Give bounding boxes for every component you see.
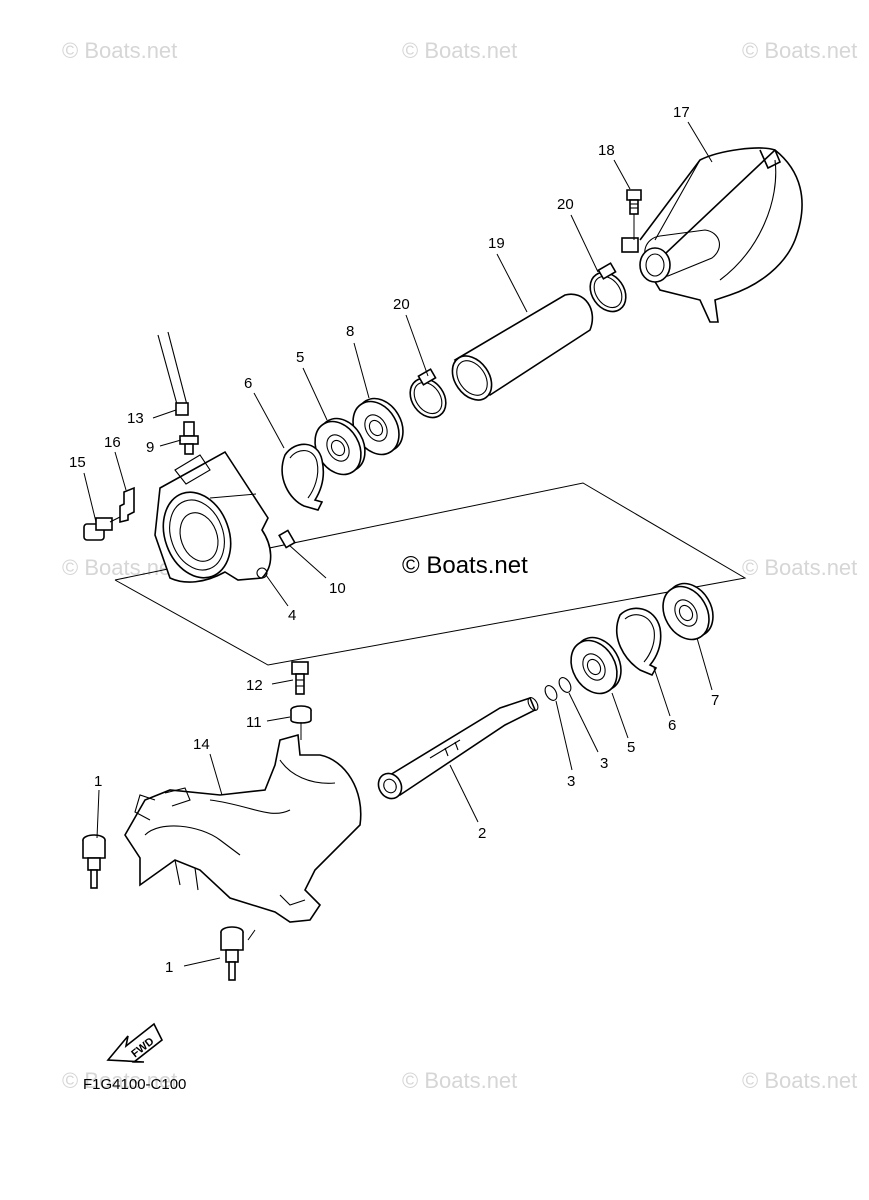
- part-19-hose[interactable]: [444, 293, 594, 407]
- callout-3-b: 3: [600, 755, 608, 772]
- part-7-bearing[interactable]: [654, 575, 722, 647]
- part-3-o-ring-a[interactable]: [543, 684, 560, 703]
- callout-19: 19: [488, 235, 505, 252]
- leader-lines: [83, 121, 713, 967]
- callout-5-lower: 5: [627, 739, 635, 756]
- part-6-circlip-upper[interactable]: [281, 443, 325, 511]
- callout-1-lower: 1: [165, 959, 173, 976]
- callout-12: 12: [246, 677, 263, 694]
- callout-5-upper: 5: [296, 349, 304, 366]
- watermark: © Boats.net: [742, 555, 858, 580]
- watermark: © Boats.net: [742, 38, 858, 63]
- part-9-nipple[interactable]: [179, 421, 199, 455]
- callout-6-lower: 6: [668, 717, 676, 734]
- callout-18: 18: [598, 142, 615, 159]
- callout-20-upper: 20: [557, 196, 574, 213]
- callout-11: 11: [246, 714, 262, 731]
- part-2-drive-shaft[interactable]: [374, 696, 540, 803]
- watermark: © Boats.net: [62, 38, 178, 63]
- part-20-hose-clamp-lower[interactable]: [403, 368, 453, 424]
- part-16-plate[interactable]: [119, 486, 135, 524]
- center-watermark: © Boats.net: [402, 552, 528, 579]
- callout-4: 4: [288, 607, 296, 624]
- part-4-duct-body[interactable]: [152, 450, 272, 587]
- callout-6-upper: 6: [244, 375, 252, 392]
- part-12-bolt[interactable]: [291, 661, 309, 695]
- callout-10: 10: [329, 580, 346, 597]
- part-1-bolt-lower[interactable]: [220, 926, 244, 981]
- assembly-group-outline: [114, 482, 747, 666]
- part-14-housing[interactable]: [124, 733, 362, 923]
- part-11-collar[interactable]: [290, 705, 312, 724]
- part-8-bearing[interactable]: [344, 390, 412, 462]
- part-1-bolt-upper[interactable]: [82, 834, 106, 889]
- part-5-bearing-lower[interactable]: [562, 629, 630, 701]
- part-5-bearing-upper[interactable]: [306, 410, 374, 482]
- callout-3-a: 3: [567, 773, 575, 790]
- callout-8: 8: [346, 323, 354, 340]
- watermark: © Boats.net: [402, 38, 518, 63]
- part-13-fitting[interactable]: [157, 331, 189, 416]
- watermark: © Boats.net: [742, 1068, 858, 1093]
- callout-16: 16: [104, 434, 121, 451]
- callout-1-upper: 1: [94, 773, 102, 790]
- callout-13: 13: [127, 410, 144, 427]
- callout-2: 2: [478, 825, 486, 842]
- callout-9: 9: [146, 439, 154, 456]
- part-10-pin[interactable]: [278, 529, 296, 549]
- callout-20-lower: 20: [393, 296, 410, 313]
- callout-15: 15: [69, 454, 86, 471]
- callout-14: 14: [193, 736, 210, 753]
- part-17-nozzle-housing[interactable]: [621, 147, 803, 323]
- watermark: © Boats.net: [62, 555, 178, 580]
- fwd-arrow-icon: FWD: [106, 1022, 164, 1063]
- part-18-screw[interactable]: [626, 189, 642, 215]
- callout-7: 7: [711, 692, 719, 709]
- part-6-circlip-lower[interactable]: [615, 607, 662, 677]
- callout-17: 17: [673, 104, 690, 121]
- watermark: © Boats.net: [62, 1068, 178, 1093]
- part-20-hose-clamp-upper[interactable]: [583, 262, 633, 318]
- watermark: © Boats.net: [402, 1068, 518, 1093]
- diagram-code: F1G4100-C100: [83, 1076, 187, 1093]
- part-3-o-ring-b[interactable]: [557, 676, 574, 695]
- part-15-bolt[interactable]: [83, 516, 121, 541]
